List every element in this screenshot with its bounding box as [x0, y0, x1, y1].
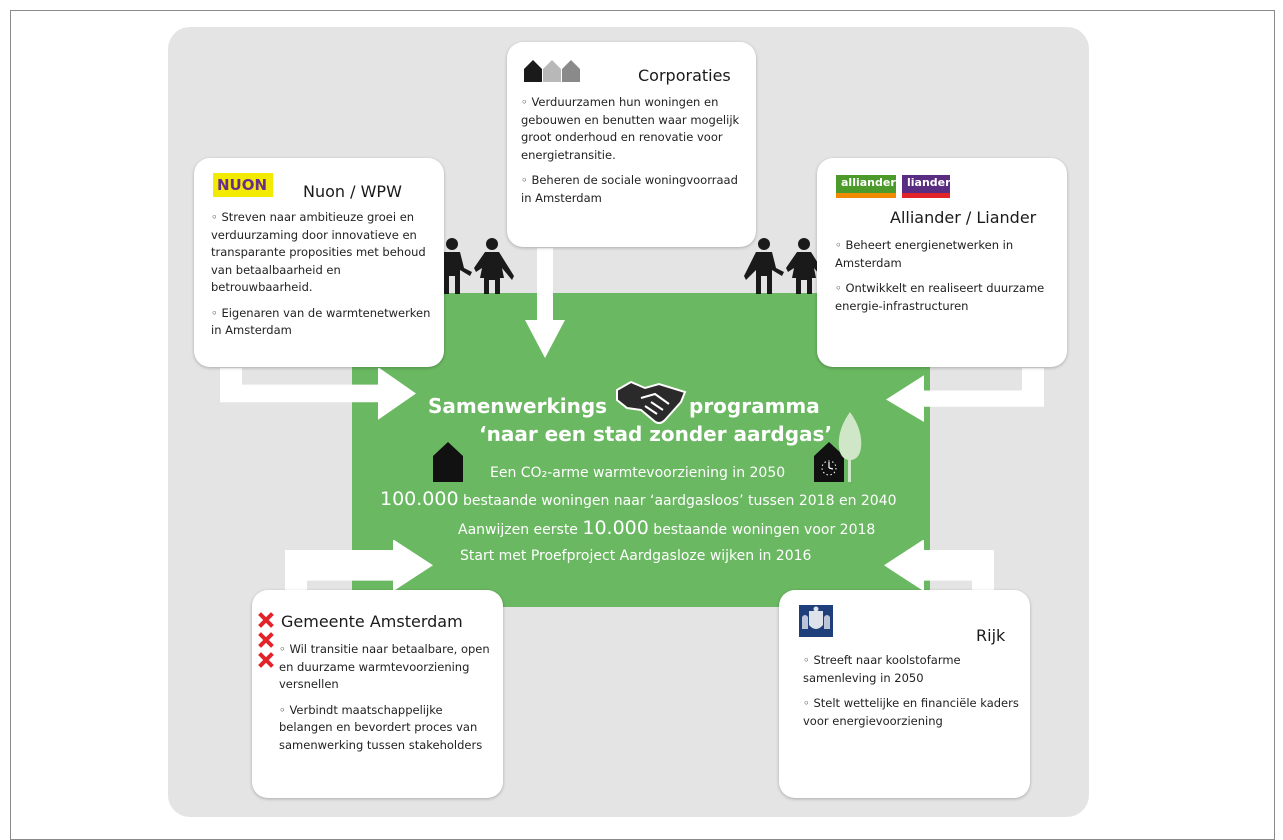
nuon-title: Nuon / WPW [303, 182, 402, 201]
arrow-from-alliander-icon [886, 368, 1044, 422]
people-icon [744, 238, 826, 294]
program-title-right: programma [689, 394, 820, 418]
bullet-item: Eigenaren van de warmtenetwerken in Amst… [211, 305, 439, 340]
bullet-item: Streven naar ambitieuze groei en verduur… [211, 209, 439, 297]
bullet-item: Verbindt maatschappelijke belangen en be… [279, 702, 497, 755]
house-with-clock-icon [814, 442, 844, 482]
liander-logo: liander [902, 175, 951, 198]
program-title-left: Samenwerkings [428, 394, 608, 418]
alliander-logo-text: alliander [841, 176, 896, 189]
nuon-card: Nuon / WPW Streven naar ambitieuze groei… [194, 158, 444, 367]
bullet-item: Stelt wettelijke en financiële kaders vo… [803, 695, 1023, 730]
alliander-bullets: Beheert energienetwerken in Amsterdam On… [835, 237, 1061, 323]
alliander-title: Alliander / Liander [890, 208, 1037, 227]
arrow-from-rijk-icon [884, 540, 994, 620]
bullet-item: Beheert energienetwerken in Amsterdam [835, 237, 1061, 272]
nuon-logo: NUON [213, 173, 273, 197]
corporaties-bullets: Verduurzamen hun woningen en gebouwen en… [521, 94, 749, 215]
program-line-3-number: 10.000 [582, 517, 649, 539]
program-line-1: Een CO₂-arme warmtevoorziening in 2050 [490, 465, 786, 481]
rijk-bullets: Streeft naar koolstofarme samenleving in… [803, 652, 1023, 738]
corporaties-title: Corporaties [638, 66, 731, 85]
tree-icon [838, 412, 862, 482]
program-line-2: 100.000 bestaande woningen naar ‘aardgas… [380, 488, 897, 510]
alliander-card: alliander liander Alliander / Liander Be… [817, 158, 1067, 367]
gemeente-title: Gemeente Amsterdam [281, 612, 463, 631]
alliander-logo: alliander [836, 175, 896, 198]
arrow-from-corporaties-icon [525, 248, 565, 358]
nuon-logo-text: NUON [217, 176, 268, 194]
bullet-item: Beheren de sociale woningvoorraad in Ams… [521, 172, 749, 207]
house-icon [433, 442, 463, 482]
people-icon [432, 238, 514, 294]
program-line-2-text: bestaande woningen naar ‘aardgasloos’ tu… [458, 493, 897, 509]
rijk-title: Rijk [976, 626, 1006, 645]
rijk-coat-of-arms-icon [799, 605, 833, 637]
bullet-item: Streeft naar koolstofarme samenleving in… [803, 652, 1023, 687]
houses-icon [524, 60, 580, 82]
bullet-item: Wil transitie naar betaalbare, open en d… [279, 641, 497, 694]
program-line-3-text: bestaande woningen voor 2018 [648, 522, 876, 538]
program-line-3: Aanwijzen eerste 10.000 bestaande woning… [458, 517, 875, 539]
gemeente-card: Gemeente Amsterdam Wil transitie naar be… [252, 590, 503, 798]
bullet-item: Verduurzamen hun woningen en gebouwen en… [521, 94, 749, 164]
program-line-4: Start met Proefproject Aardgasloze wijke… [460, 548, 812, 564]
bullet-item: Ontwikkelt en realiseert duurzame energi… [835, 280, 1061, 315]
handshake-icon [616, 380, 687, 424]
arrow-from-gemeente-icon [285, 540, 433, 620]
nuon-bullets: Streven naar ambitieuze groei en verduur… [211, 209, 439, 348]
amsterdam-cross-icon [258, 612, 274, 668]
rijk-card: Rijk Streeft naar koolstofarme samenlevi… [779, 590, 1030, 798]
liander-logo-text: liander [907, 176, 951, 189]
program-line-2-number: 100.000 [380, 488, 459, 510]
arrow-from-nuon-icon [220, 368, 416, 420]
program-subtitle: ‘naar een stad zonder aardgas’ [479, 422, 833, 446]
program-line-3-pre: Aanwijzen eerste [458, 522, 583, 538]
gemeente-bullets: Wil transitie naar betaalbare, open en d… [279, 641, 497, 762]
corporaties-card: Corporaties Verduurzamen hun woningen en… [507, 42, 756, 247]
